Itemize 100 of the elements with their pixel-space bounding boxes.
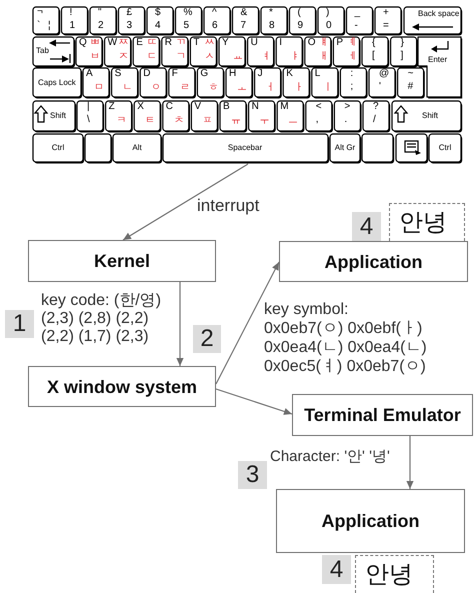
key-legend: Enter: [428, 56, 448, 64]
key-legend: ㅈ: [118, 52, 129, 62]
key-legend: Caps Lock: [38, 79, 76, 87]
key-legend: ㄸ: [147, 38, 158, 48]
edge-label: key symbol: 0x0eb7(ㅇ) 0x0ebf(ㅏ) 0x0ea4(ㄴ) 0x0ea4(ㄴ) 0x0ec5(ㅕ) 0x0eb7(ㅇ): [264, 300, 429, 376]
key-legend: -: [354, 21, 358, 31]
key-legend: (: [298, 8, 301, 18]
output-text: 안녕: [365, 560, 413, 588]
box-title: Kernel: [94, 250, 150, 272]
key-legend: _: [354, 8, 360, 18]
key-legend: Alt: [132, 144, 142, 152]
key-legend: ㅖ: [347, 38, 358, 48]
key-legend: *: [269, 8, 273, 18]
key-legend: H: [229, 69, 236, 79]
key-legend: %: [184, 8, 192, 18]
key-legend: 5: [184, 21, 190, 31]
key-legend: ^: [212, 8, 217, 18]
key-legend: ¬: [37, 7, 43, 17]
step-number: 1: [5, 310, 34, 338]
key-legend: ㅍ: [202, 116, 212, 126]
key-legend: ㅎ: [208, 83, 218, 93]
key-legend: !: [70, 8, 72, 18]
key-legend: ㅊ: [174, 116, 184, 126]
key-legend: V: [194, 102, 202, 112]
key-legend: ㅐ: [318, 52, 329, 62]
key-legend: #: [408, 82, 414, 92]
box-title: Application: [322, 510, 420, 532]
key-legend: ㅕ: [262, 52, 272, 62]
box-title: X window system: [46, 376, 198, 398]
key-legend: ㅠ: [231, 116, 241, 126]
key-legend: ?: [373, 102, 379, 112]
arrow: [176, 282, 184, 366]
key-legend: R: [164, 38, 172, 48]
key-legend: ㅒ: [318, 38, 329, 48]
key-legend: Shift: [422, 112, 438, 120]
key-legend: /: [373, 115, 376, 125]
key-legend: ': [379, 82, 381, 92]
key-legend: 2: [98, 21, 104, 31]
key-legend: F: [172, 69, 178, 79]
key-legend: ㅂ: [90, 52, 100, 62]
key-legend: U: [250, 38, 258, 48]
key-legend: X: [137, 102, 144, 112]
key-legend: ㅣ: [322, 83, 333, 93]
arrow: [122, 164, 248, 240]
key-legend: P: [336, 38, 344, 48]
edge-label: Character: '안' '녕': [270, 448, 390, 466]
key-legend: Z: [108, 102, 115, 112]
key-legend: £: [126, 8, 132, 18]
key-legend: ㅇ: [151, 83, 162, 93]
key-legend: ㅗ: [237, 83, 247, 93]
output-box: [355, 555, 434, 593]
key-legend: J: [258, 69, 263, 79]
key-legend: ): [326, 8, 330, 18]
key-legend: ㅏ: [294, 83, 304, 93]
edge-label: interrupt: [197, 196, 260, 216]
key-legend: {: [372, 38, 376, 48]
process-box: [28, 240, 216, 282]
key-legend: @: [379, 69, 390, 79]
key-legend: \: [87, 115, 90, 125]
key-legend: ]: [400, 51, 404, 61]
step-number: 4: [322, 555, 351, 584]
key-legend: Y: [222, 38, 229, 48]
key-legend: Q: [79, 38, 87, 48]
key-legend: ㅑ: [290, 52, 300, 62]
key-legend: <: [316, 102, 322, 112]
key-legend: 7: [240, 21, 246, 31]
key-legend: ㄹ: [180, 83, 190, 93]
key-legend: 3: [126, 21, 132, 31]
key-legend: G: [200, 69, 208, 79]
key-legend: Shift: [50, 112, 66, 120]
key-legend: ㅅ: [204, 52, 214, 62]
key-legend: L: [314, 69, 320, 79]
key-legend: N: [252, 102, 259, 112]
arrow: [216, 262, 280, 384]
key-legend: &: [240, 8, 248, 18]
output-text: 안녕: [399, 208, 447, 236]
key-legend: W: [108, 38, 118, 48]
arrow: [216, 388, 292, 415]
key-legend: Tab: [36, 47, 49, 55]
key-legend: ,: [316, 115, 319, 125]
key-legend: 1: [70, 21, 76, 31]
arrow: [406, 436, 414, 489]
key-legend: Ctrl: [52, 144, 64, 152]
process-box: [276, 489, 465, 553]
key-legend: ㄷ: [147, 52, 158, 62]
key-legend: Alt Gr: [334, 144, 356, 152]
key-legend: ㄱ: [176, 52, 186, 62]
key-legend: O: [308, 38, 316, 48]
keyboard-illustration: [32, 5, 463, 164]
key-legend: $: [155, 8, 161, 18]
key-legend: ㅓ: [266, 83, 276, 93]
key-legend: :: [350, 69, 354, 79]
key-legend: ¦: [48, 21, 51, 31]
step-number: 2: [193, 325, 221, 353]
process-box: [292, 394, 473, 436]
box-title: Application: [324, 250, 422, 272]
key-legend: E: [136, 38, 143, 48]
key-legend: S: [114, 69, 122, 79]
key-legend: A: [86, 69, 93, 79]
key-legend: ㅆ: [204, 38, 214, 48]
